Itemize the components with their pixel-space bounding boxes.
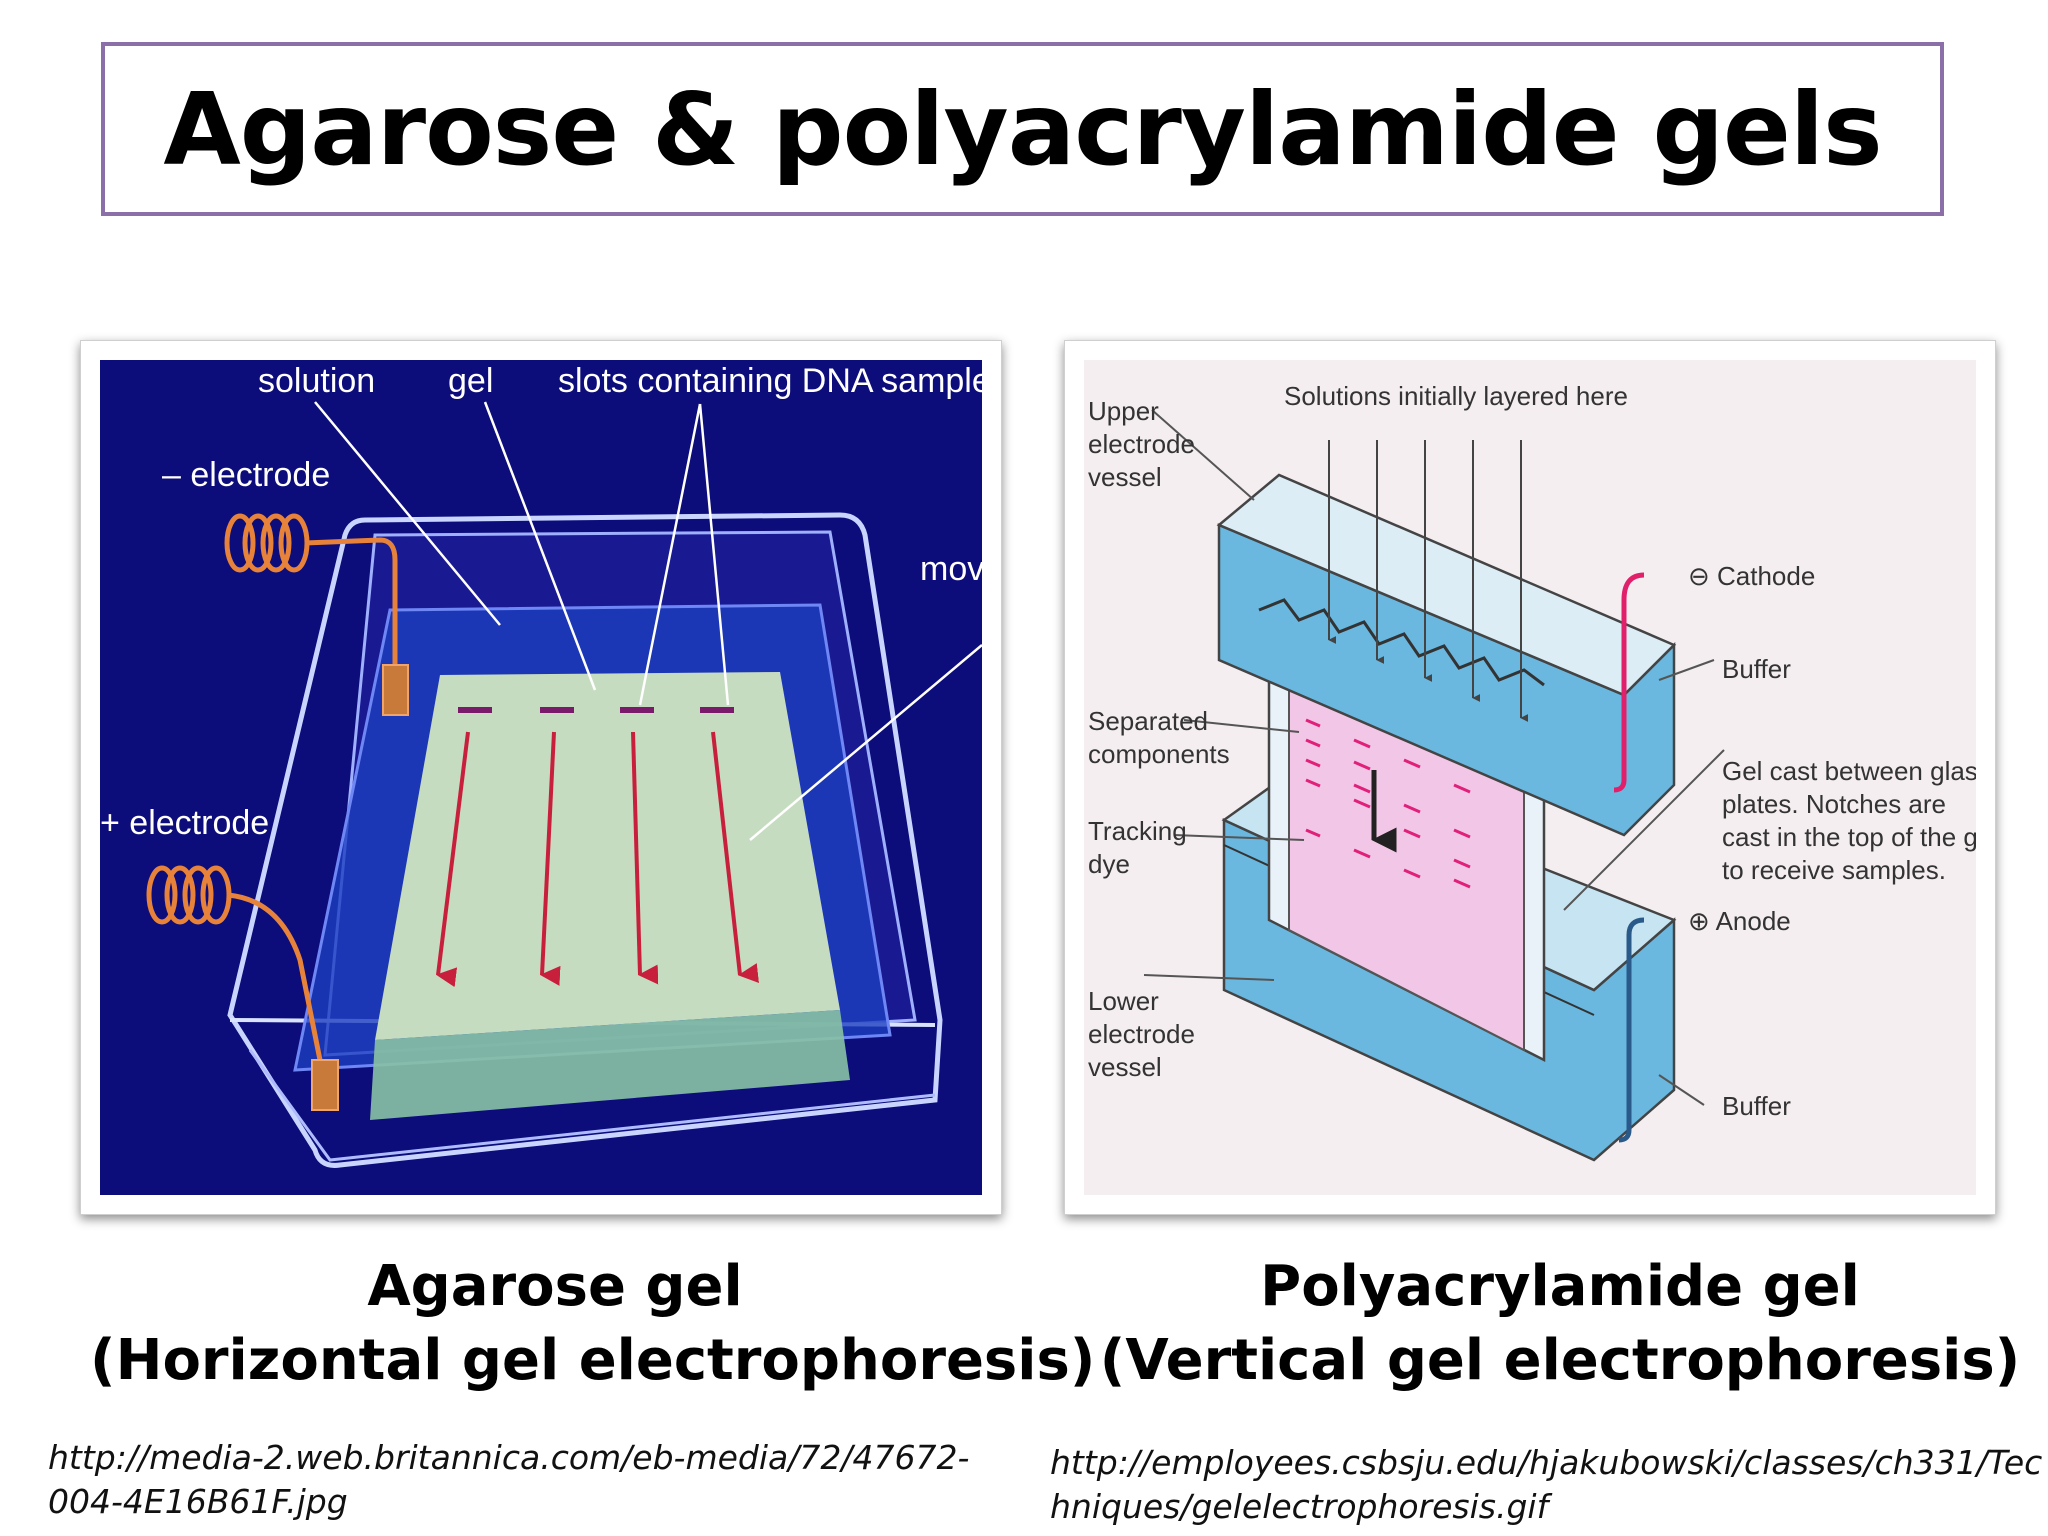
polyacrylamide-caption-subtitle: (Vertical gel electrophoresis) [1099,1328,2021,1393]
polyacrylamide-gel-figure: Solutions initially layered here Upper e… [1064,340,1996,1215]
buffer-bottom-label: Buffer [1722,1091,1791,1121]
upper-vessel-label-3: vessel [1088,462,1162,492]
gel-tray-bottom [248,1049,936,1162]
solution-label: solution [258,362,375,400]
separated-bands [1305,718,1471,889]
positive-electrode-label: + electrode [100,804,269,842]
agarose-gel-figure: solution gel slots containing DNA sample… [80,340,1002,1215]
slots-label: slots containing DNA sample [558,362,982,400]
polyacrylamide-source-line-2: hniques/gelelectrophoresis.gif [1050,1487,1549,1526]
polyacrylamide-diagram: Solutions initially layered here Upper e… [1084,360,1976,1195]
lower-vessel-label-1: Lower [1088,986,1159,1016]
agarose-source-line-2: 004-4E16B61F.jpg [48,1482,348,1521]
gel-tray-outer [227,512,943,1168]
polyacrylamide-caption: Polyacrylamide gel (Vertical gel electro… [1060,1250,2048,1398]
sample-loading-lines [1328,440,1529,722]
upper-tank-top [1216,473,1677,697]
tracking-dye-label-2: dye [1088,849,1130,879]
agarose-source-url: http://media-2.web.britannica.com/eb-med… [48,1436,969,1524]
agarose-caption-title: Agarose gel [367,1254,743,1319]
agarose-caption-subtitle: (Horizontal gel electrophoresis) [90,1328,1096,1393]
lower-vessel-label-2: electrode [1088,1019,1195,1049]
separated-components-label-1: Separated [1088,706,1208,736]
polyacrylamide-source-url: http://employees.csbsju.edu/hjakubowski/… [1050,1441,2042,1529]
agarose-gel-slab [375,672,840,1040]
separated-components-label-2: components [1088,739,1230,769]
slide-title: Agarose & polyacrylamide gels [163,70,1882,188]
anode-label: ⊕ Anode [1688,906,1791,936]
negative-electrode-plate [382,664,409,716]
upper-vessel-label-1: Upper [1088,396,1159,426]
gel-cast-label-2: plates. Notches are [1722,789,1946,819]
gel-cast-label-3: cast in the top of the gel [1722,822,1976,852]
tracking-dye-label-1: Tracking [1088,816,1187,846]
positive-electrode-plate [311,1059,339,1111]
gel-label: gel [448,362,493,400]
gel-cast-label-4: to receive samples. [1722,855,1946,885]
lower-vessel-label-3: vessel [1088,1052,1162,1082]
agarose-source-line-1: http://media-2.web.britannica.com/eb-med… [48,1438,970,1477]
migration-arrows [436,731,759,988]
agarose-diagram: solution gel slots containing DNA sample… [100,360,982,1195]
gel-cast-label-1: Gel cast between glass [1722,756,1976,786]
buffer-top-label: Buffer [1722,654,1791,684]
polyacrylamide-caption-title: Polyacrylamide gel [1260,1254,1860,1319]
upper-vessel-label-2: electrode [1088,429,1195,459]
mov-label: mov [920,550,982,588]
sample-notches [1258,598,1545,687]
label-pointer-lines [1143,409,1725,1106]
label-pointer-lines [314,401,982,841]
polyacrylamide-source-line-1: http://employees.csbsju.edu/hjakubowski/… [1050,1443,2043,1482]
cathode-label: ⊖ Cathode [1688,561,1815,591]
cathode-wire [1613,572,1645,793]
negative-electrode-coil [224,513,398,665]
agarose-caption: Agarose gel (Horizontal gel electrophore… [90,1250,1096,1398]
positive-electrode-coil [146,865,323,1061]
solutions-layered-label: Solutions initially layered here [1284,381,1628,411]
title-frame: Agarose & polyacrylamide gels [101,42,1944,216]
anode-wire [1618,917,1645,1143]
negative-electrode-label: – electrode [162,456,330,494]
agarose-gel-edge [370,1010,850,1120]
